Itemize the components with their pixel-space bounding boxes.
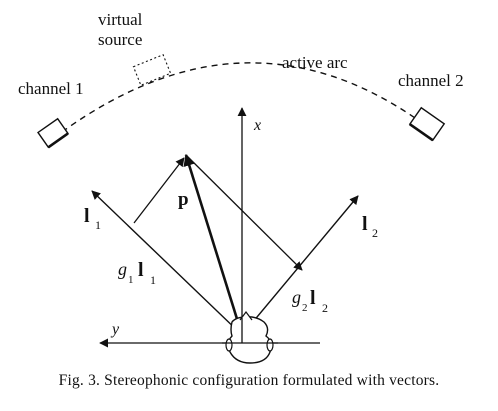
l2-subscript: 2 (372, 226, 378, 240)
g1-l-subscript: 1 (150, 273, 156, 287)
active-arc (61, 62, 419, 133)
y-axis-label: y (110, 321, 120, 338)
g1-l-label: l (138, 259, 144, 281)
channel-1-speaker (37, 117, 69, 149)
source-label: source (98, 30, 142, 49)
l1-label: l (84, 205, 90, 227)
vector-l1 (91, 190, 243, 336)
l1-subscript: 1 (95, 218, 101, 232)
g2-label: g (292, 287, 301, 307)
g2-subscript: 2 (302, 302, 308, 314)
x-axis-label: x (253, 117, 261, 134)
parallelogram-edge-g2l2 (133, 157, 185, 224)
channel-1-label: channel 1 (18, 79, 84, 98)
g1-label: g (118, 259, 127, 279)
l2-label: l (362, 213, 368, 235)
channel-2-label: channel 2 (398, 71, 464, 90)
channel-2-speaker (408, 106, 446, 142)
virtual-label: virtual (98, 10, 143, 29)
p-label: p (178, 189, 189, 210)
vector-p (183, 153, 244, 336)
g2-l-label: l (310, 287, 316, 309)
figure-caption: Fig. 3. Stereophonic configuration formu… (58, 372, 440, 389)
vector-l2 (241, 195, 359, 336)
active-arc-label: active arc (282, 53, 348, 72)
g1-subscript: 1 (128, 274, 134, 286)
listener-head (225, 311, 274, 364)
virtual-source-box (132, 54, 172, 86)
parallelogram-edge-g1l1 (185, 154, 303, 271)
g2-l-subscript: 2 (322, 301, 328, 315)
